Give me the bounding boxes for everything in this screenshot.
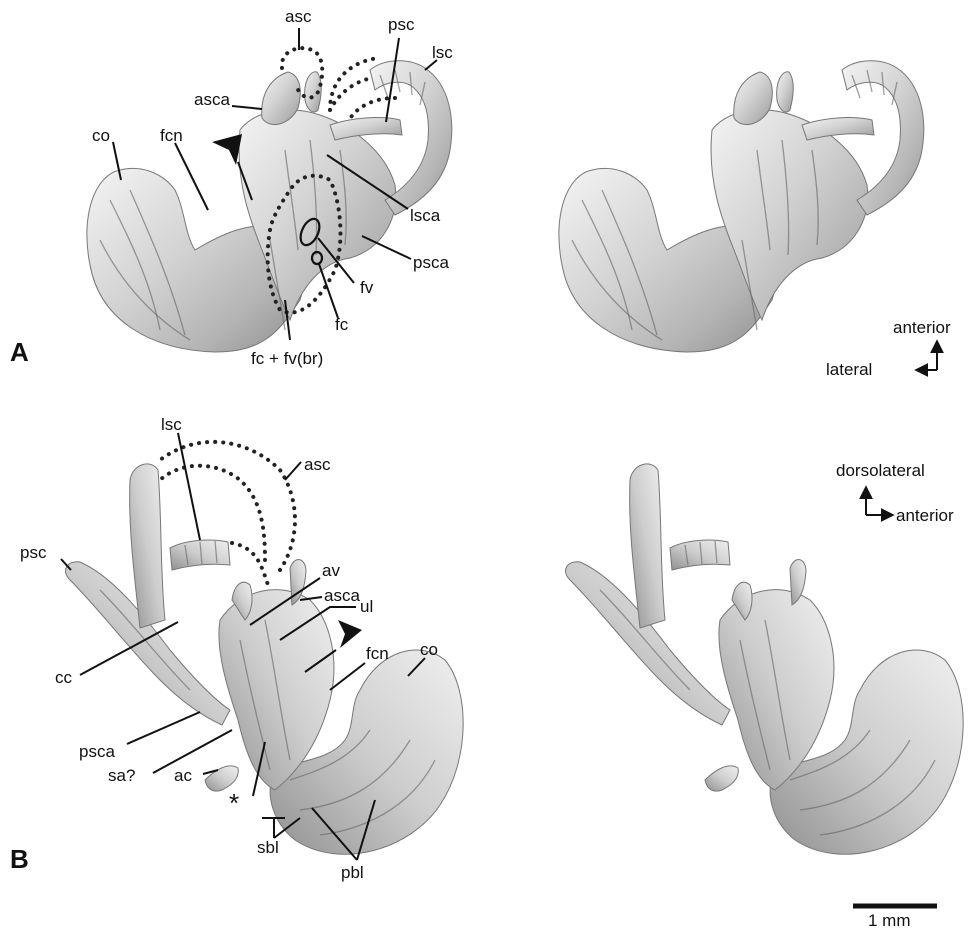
label-asc-b: asc xyxy=(304,455,331,474)
orientation-b-side-label: anterior xyxy=(896,506,954,525)
panel-label-b: B xyxy=(10,844,29,874)
orientation-arrows-icon xyxy=(866,488,892,515)
orientation-arrows-icon xyxy=(917,342,937,370)
leader-asca-a xyxy=(232,106,262,109)
orientation-b-up-label: dorsolateral xyxy=(836,461,925,480)
label-psca-b: psca xyxy=(79,742,115,761)
leader-psca-b xyxy=(127,712,200,744)
label-asc-a: asc xyxy=(285,7,312,26)
leader-asc-b xyxy=(285,462,301,480)
panel-a-stereo-specimen xyxy=(559,61,924,352)
label-fcn-b: fcn xyxy=(366,644,389,663)
label-co-b: co xyxy=(420,640,438,659)
lsc-dotted-outline-b xyxy=(232,543,268,585)
orientation-a-up-label: anterior xyxy=(893,318,951,337)
label-psca-a: psca xyxy=(413,253,449,272)
label-fv-a: fv xyxy=(360,278,374,297)
leader-fcn-a xyxy=(175,143,208,210)
scale-bar-label: 1 mm xyxy=(868,911,911,930)
label-av-b: av xyxy=(322,561,340,580)
label-sa-b: sa? xyxy=(108,766,135,785)
label-asca-b: asca xyxy=(324,586,360,605)
label-lsca-a: lsca xyxy=(410,206,441,225)
orientation-a-side-label: lateral xyxy=(826,360,872,379)
label-ac-b: ac xyxy=(174,766,192,785)
panel-a-specimen xyxy=(87,61,452,352)
arrowhead-icon xyxy=(338,620,362,648)
label-fcn-a: fcn xyxy=(160,126,183,145)
panel-b-specimen xyxy=(65,464,463,854)
leader-sa-b xyxy=(153,730,232,773)
label-sbl-b: sbl xyxy=(257,838,279,857)
label-asterisk-b: * xyxy=(229,788,239,818)
label-asca-a: asca xyxy=(194,90,230,109)
label-fc-a: fc xyxy=(335,315,349,334)
label-pbl-b: pbl xyxy=(341,863,364,882)
label-psc-b: psc xyxy=(20,543,47,562)
leader-fcn-b xyxy=(330,663,365,690)
label-psc-a: psc xyxy=(388,15,415,34)
label-ul-b: ul xyxy=(360,597,373,616)
label-lsc-a: lsc xyxy=(432,43,453,62)
arrowhead-icon xyxy=(212,134,242,165)
leader-lsc-b xyxy=(178,433,200,540)
label-fcfv-a: fc + fv(br) xyxy=(251,349,323,368)
label-lsc-b: lsc xyxy=(161,415,182,434)
label-co-a: co xyxy=(92,126,110,145)
label-cc-b: cc xyxy=(55,668,73,687)
panel-label-a: A xyxy=(10,337,29,367)
